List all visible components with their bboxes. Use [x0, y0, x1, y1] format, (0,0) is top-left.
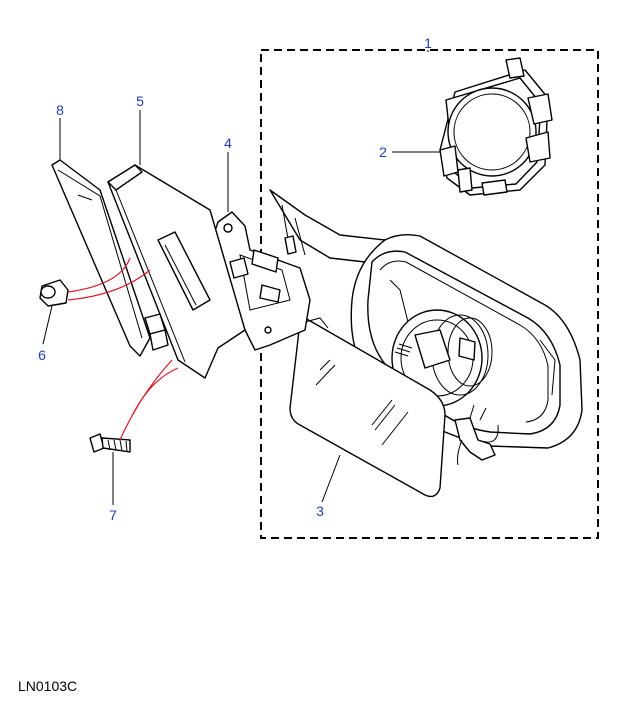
connector-line [131, 367, 179, 417]
part-5-gasket [107, 164, 246, 379]
callout-8: 8 [56, 102, 64, 118]
part-2-adjuster-frame [439, 57, 553, 196]
leader-line-6 [42, 305, 53, 345]
part-6-clip [39, 279, 69, 307]
callout-3: 3 [316, 503, 324, 519]
connector-line [67, 257, 131, 293]
connector-line [67, 269, 151, 301]
leader-line-3 [321, 454, 341, 503]
callout-4: 4 [224, 135, 232, 151]
connector-line [119, 359, 173, 441]
callout-1: 1 [424, 35, 432, 51]
diagram-reference-code: LN0103C [18, 678, 78, 694]
callout-5: 5 [136, 93, 144, 109]
callout-7: 7 [109, 507, 117, 523]
callout-2: 2 [379, 144, 387, 160]
part-7-screw [89, 433, 131, 453]
callout-6: 6 [38, 347, 46, 363]
